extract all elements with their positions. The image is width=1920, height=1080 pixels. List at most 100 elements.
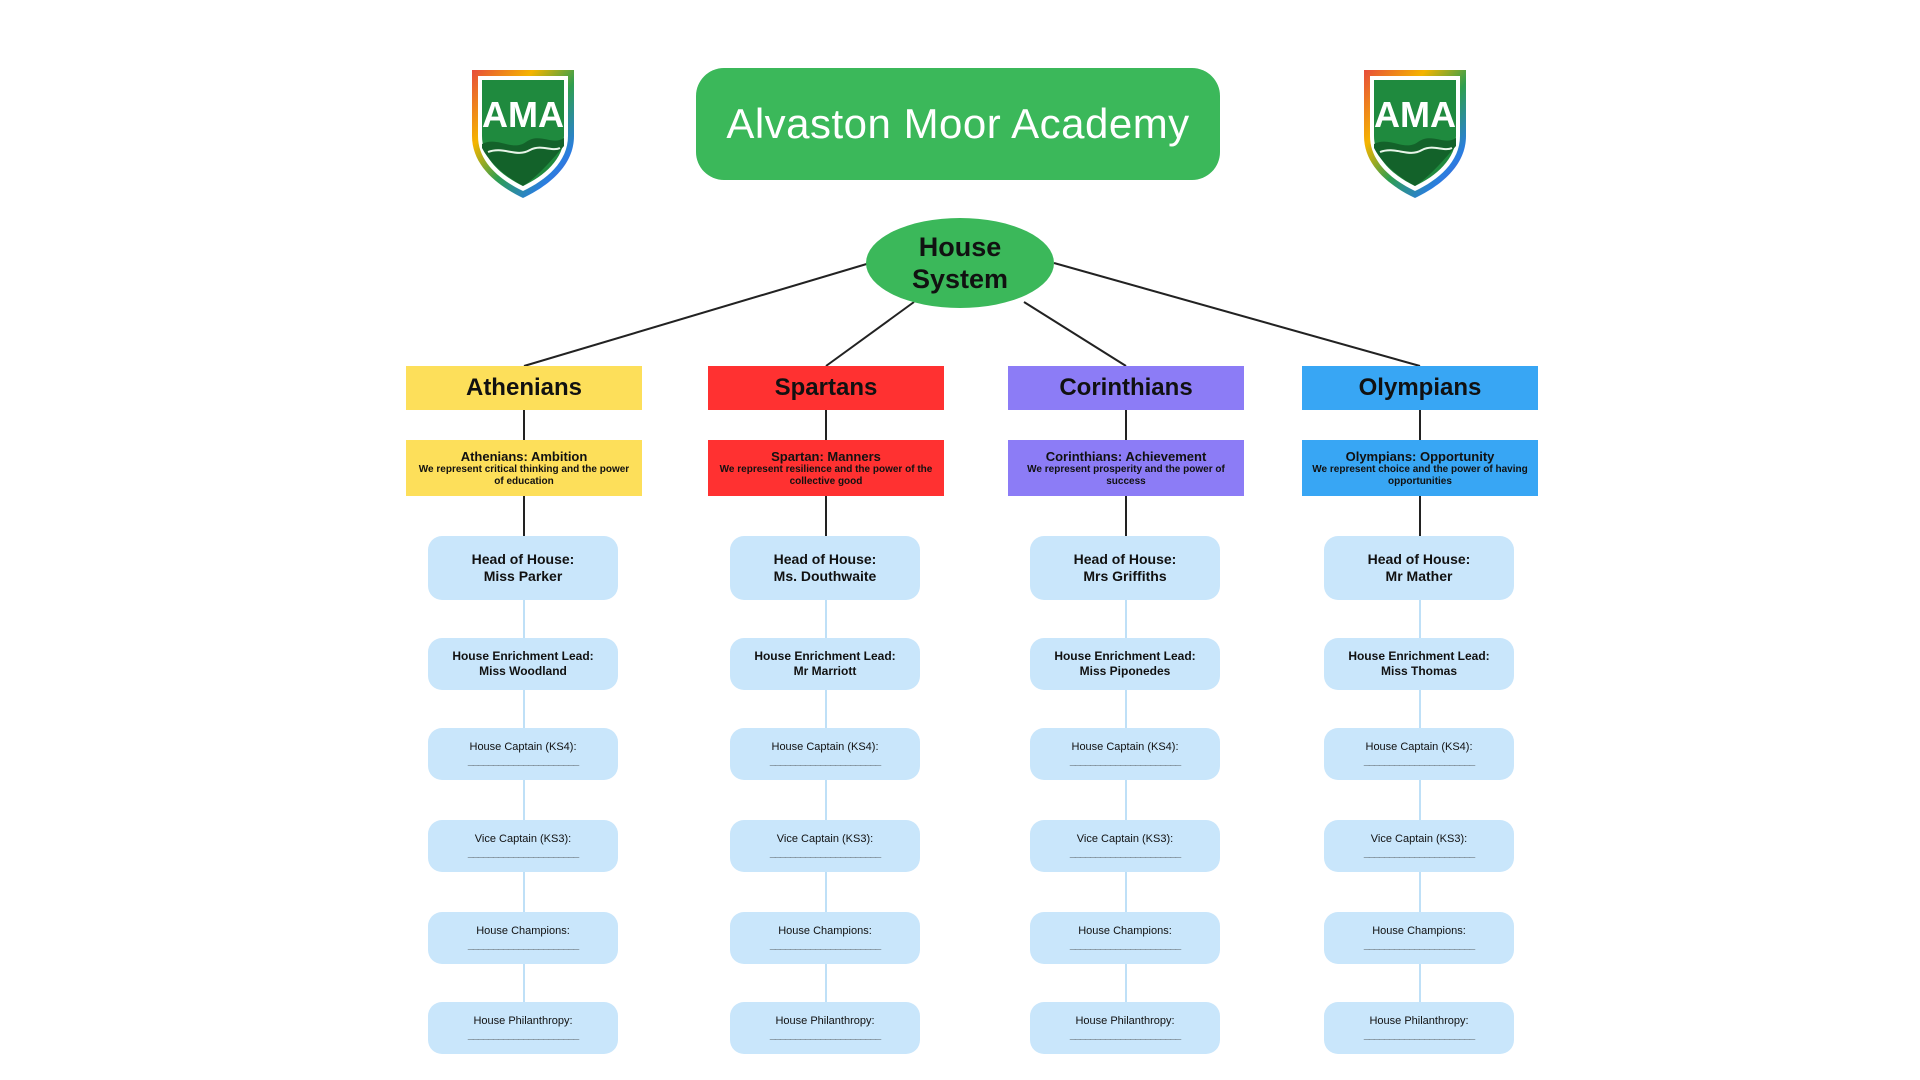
- blank-line: ______________________: [1363, 847, 1475, 858]
- head-of-house-box: Head of House: Miss Parker: [428, 536, 618, 600]
- enrichment-lead-name: Mr Marriott: [793, 664, 857, 678]
- house-value-title: Athenians: Ambition: [460, 448, 588, 464]
- enrichment-lead-label: House Enrichment Lead:: [754, 649, 896, 663]
- enrichment-lead-label: House Enrichment Lead:: [452, 649, 594, 663]
- vice-captain-label: Vice Captain (KS3):: [776, 833, 874, 845]
- enrichment-lead-box: House Enrichment Lead: Miss Thomas: [1324, 638, 1514, 690]
- house-champions-label: House Champions:: [1078, 925, 1172, 937]
- house-value-description: We represent choice and the power of hav…: [1312, 463, 1528, 487]
- hub-to-house-connector: [1053, 262, 1421, 367]
- house-philanthropy-label: House Philanthropy:: [775, 1015, 875, 1027]
- head-of-house-label: Head of House:: [773, 551, 877, 567]
- vice-captain-box: Vice Captain (KS3): ____________________…: [1030, 820, 1220, 872]
- logo-text: AMA: [482, 94, 564, 135]
- house-value-title: Corinthians: Achievement: [1045, 448, 1207, 464]
- blank-line: ______________________: [1069, 1029, 1181, 1040]
- house-captain-label: House Captain (KS4):: [1071, 741, 1179, 753]
- head-of-house-label: Head of House:: [1073, 551, 1177, 567]
- house-system-hub: House System: [866, 218, 1054, 308]
- house-philanthropy-box: House Philanthropy: ____________________…: [1324, 1002, 1514, 1054]
- house-philanthropy-label: House Philanthropy:: [473, 1015, 573, 1027]
- enrichment-lead-name: Miss Piponedes: [1079, 664, 1171, 678]
- head-of-house-box: Head of House: Mrs Griffiths: [1030, 536, 1220, 600]
- house-captain-box: House Captain (KS4): ___________________…: [730, 728, 920, 780]
- hub-to-house-connector: [825, 301, 915, 367]
- house-value-box: Corinthians: Achievement We represent pr…: [1008, 440, 1244, 496]
- house-philanthropy-box: House Philanthropy: ____________________…: [428, 1002, 618, 1054]
- head-of-house-name: Ms. Douthwaite: [773, 568, 877, 584]
- head-of-house-label: Head of House:: [1367, 551, 1471, 567]
- house-captain-label: House Captain (KS4):: [771, 741, 879, 753]
- vice-captain-box: Vice Captain (KS3): ____________________…: [730, 820, 920, 872]
- blank-line: ______________________: [467, 1029, 579, 1040]
- blank-line: ______________________: [769, 847, 881, 858]
- house-header: Olympians: [1302, 366, 1538, 410]
- house-value-box: Spartan: Manners We represent resilience…: [708, 440, 944, 496]
- house-champions-box: House Champions: ______________________: [730, 912, 920, 964]
- house-header: Athenians: [406, 366, 642, 410]
- blank-line: ______________________: [467, 939, 579, 950]
- enrichment-lead-box: House Enrichment Lead: Mr Marriott: [730, 638, 920, 690]
- blank-line: ______________________: [769, 1029, 881, 1040]
- head-of-house-name: Mrs Griffiths: [1083, 568, 1167, 584]
- vice-captain-box: Vice Captain (KS3): ____________________…: [1324, 820, 1514, 872]
- house-captain-box: House Captain (KS4): ___________________…: [1030, 728, 1220, 780]
- blank-line: ______________________: [769, 939, 881, 950]
- head-of-house-name: Miss Parker: [483, 568, 563, 584]
- head-of-house-label: Head of House:: [471, 551, 575, 567]
- vice-captain-label: Vice Captain (KS3):: [1076, 833, 1174, 845]
- blank-line: ______________________: [1069, 939, 1181, 950]
- house-philanthropy-label: House Philanthropy:: [1369, 1015, 1469, 1027]
- house-champions-label: House Champions:: [778, 925, 872, 937]
- house-value-description: We represent critical thinking and the p…: [418, 463, 630, 487]
- house-header: Corinthians: [1008, 366, 1244, 410]
- house-champions-box: House Champions: ______________________: [1030, 912, 1220, 964]
- ama-crest-logo-right: AMA: [1360, 66, 1470, 200]
- academy-title: Alvaston Moor Academy: [696, 68, 1220, 180]
- enrichment-lead-label: House Enrichment Lead:: [1054, 649, 1196, 663]
- blank-line: ______________________: [1363, 1029, 1475, 1040]
- enrichment-lead-box: House Enrichment Lead: Miss Piponedes: [1030, 638, 1220, 690]
- blank-line: ______________________: [467, 847, 579, 858]
- house-value-title: Spartan: Manners: [771, 448, 881, 464]
- house-champions-label: House Champions:: [476, 925, 570, 937]
- house-philanthropy-box: House Philanthropy: ____________________…: [730, 1002, 920, 1054]
- blank-line: ______________________: [1363, 939, 1475, 950]
- house-philanthropy-label: House Philanthropy:: [1075, 1015, 1175, 1027]
- house-captain-label: House Captain (KS4):: [469, 741, 577, 753]
- house-champions-label: House Champions:: [1372, 925, 1466, 937]
- house-value-box: Athenians: Ambition We represent critica…: [406, 440, 642, 496]
- hub-line-1: House: [918, 232, 1002, 262]
- vice-captain-label: Vice Captain (KS3):: [1370, 833, 1468, 845]
- vice-captain-box: Vice Captain (KS3): ____________________…: [428, 820, 618, 872]
- hub-to-house-connector: [1023, 301, 1127, 367]
- head-of-house-box: Head of House: Ms. Douthwaite: [730, 536, 920, 600]
- hub-to-house-connector: [523, 262, 871, 367]
- blank-line: ______________________: [1069, 847, 1181, 858]
- house-philanthropy-box: House Philanthropy: ____________________…: [1030, 1002, 1220, 1054]
- enrichment-lead-box: House Enrichment Lead: Miss Woodland: [428, 638, 618, 690]
- house-captain-box: House Captain (KS4): ___________________…: [428, 728, 618, 780]
- head-of-house-name: Mr Mather: [1385, 568, 1453, 584]
- head-of-house-box: Head of House: Mr Mather: [1324, 536, 1514, 600]
- blank-line: ______________________: [1069, 755, 1181, 766]
- house-value-box: Olympians: Opportunity We represent choi…: [1302, 440, 1538, 496]
- blank-line: ______________________: [467, 755, 579, 766]
- enrichment-lead-label: House Enrichment Lead:: [1348, 649, 1490, 663]
- house-value-description: We represent resilience and the power of…: [719, 463, 933, 487]
- enrichment-lead-name: Miss Woodland: [479, 664, 567, 678]
- house-champions-box: House Champions: ______________________: [1324, 912, 1514, 964]
- house-value-title: Olympians: Opportunity: [1345, 448, 1495, 464]
- house-header: Spartans: [708, 366, 944, 410]
- enrichment-lead-name: Miss Thomas: [1380, 664, 1458, 678]
- ama-crest-logo-left: AMA: [468, 66, 578, 200]
- house-captain-box: House Captain (KS4): ___________________…: [1324, 728, 1514, 780]
- blank-line: ______________________: [1363, 755, 1475, 766]
- logo-text: AMA: [1374, 94, 1456, 135]
- house-champions-box: House Champions: ______________________: [428, 912, 618, 964]
- house-value-description: We represent prosperity and the power of…: [1027, 463, 1225, 487]
- hub-line-2: System: [911, 264, 1009, 294]
- house-captain-label: House Captain (KS4):: [1365, 741, 1473, 753]
- vice-captain-label: Vice Captain (KS3):: [474, 833, 572, 845]
- blank-line: ______________________: [769, 755, 881, 766]
